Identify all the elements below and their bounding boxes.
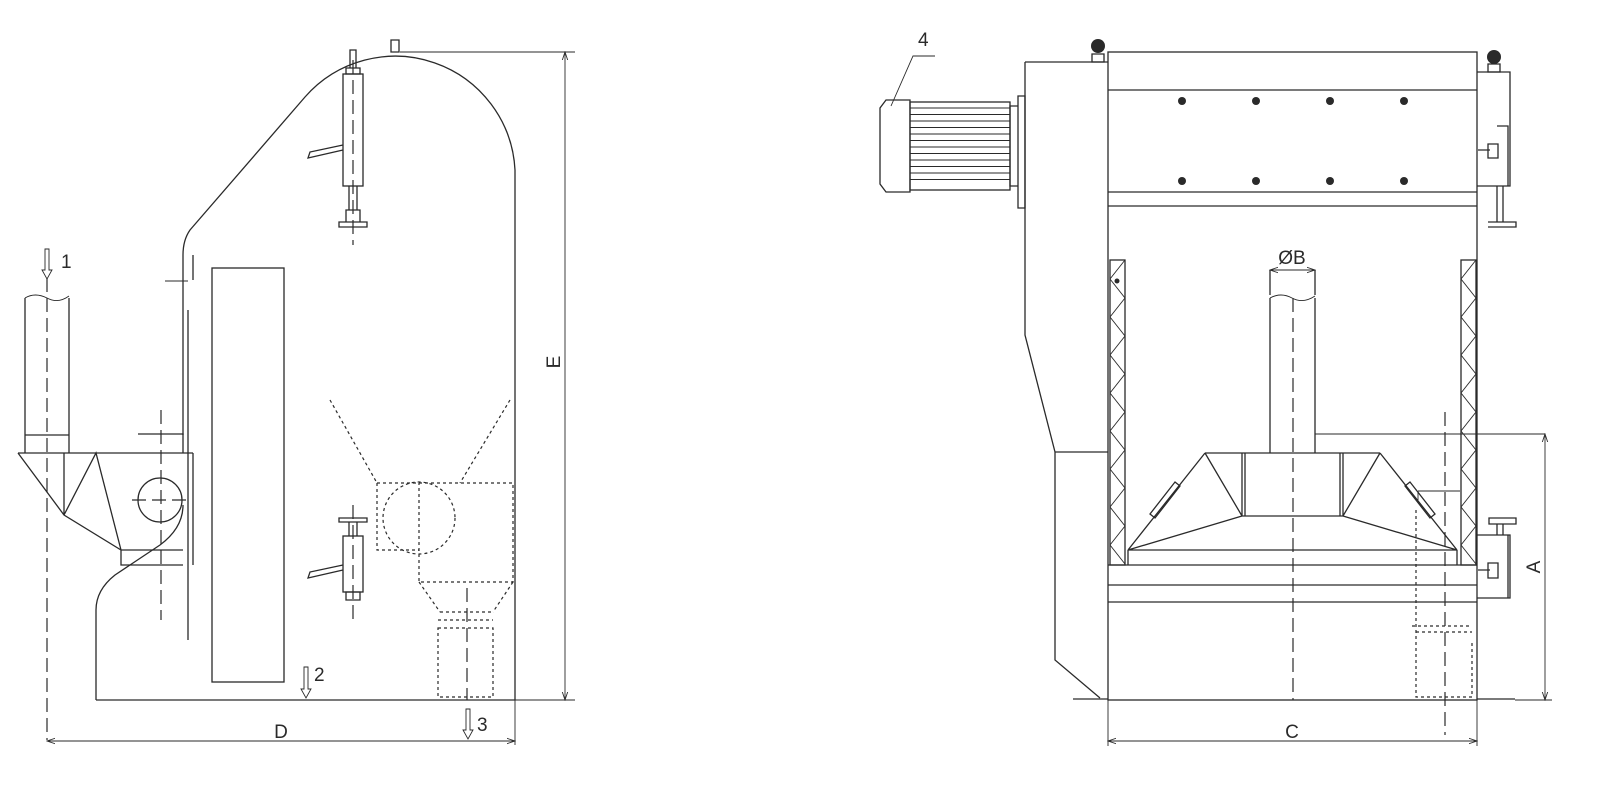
main-body <box>96 39 516 701</box>
motor-label-4: 4 <box>918 30 929 51</box>
outlet-pipe: ØB <box>1270 248 1315 453</box>
bolt-icon <box>1178 97 1186 105</box>
side-housing <box>1024 61 1108 700</box>
dimension-d-label: D <box>274 722 288 743</box>
lower-shaker <box>307 517 368 601</box>
front-view: 4 ØB <box>879 30 1552 746</box>
dimension-c: C <box>1108 700 1477 746</box>
dimension-a-label: A <box>1524 560 1545 573</box>
bolt-icon <box>1252 177 1260 185</box>
bolt-icon <box>1400 97 1408 105</box>
filter-columns <box>1109 259 1477 566</box>
side-view: E D 1 2 3 <box>17 39 575 745</box>
main-frame <box>1091 39 1517 701</box>
discharge-hopper-hidden <box>329 399 514 698</box>
dimension-d: D <box>47 700 515 745</box>
inlet-hopper <box>17 433 194 700</box>
motor: 4 <box>879 30 1026 209</box>
dimension-e-label: E <box>544 356 565 369</box>
arrow-inlet-1: 1 <box>41 248 72 280</box>
bolt-icon <box>1400 177 1408 185</box>
inlet-cone <box>1127 433 1545 698</box>
filter-element <box>211 267 285 683</box>
bolt-icon <box>1178 177 1186 185</box>
arrow-outlet-2: 2 <box>300 665 325 699</box>
bolt-icon <box>1252 97 1260 105</box>
arrow-1-label: 1 <box>61 252 72 273</box>
arrow-outlet-3: 3 <box>462 708 488 740</box>
arrow-3-label: 3 <box>477 715 488 736</box>
dimension-c-label: C <box>1285 722 1299 743</box>
dimension-b-label: ØB <box>1278 248 1305 269</box>
bolt-icon <box>1326 177 1334 185</box>
bolt-icon <box>1326 97 1334 105</box>
upper-shaker <box>307 49 368 228</box>
dimension-a: A <box>1515 434 1552 700</box>
dimension-e: E <box>400 52 575 700</box>
arrow-2-label: 2 <box>314 665 325 686</box>
inlet-pipe <box>24 294 70 453</box>
